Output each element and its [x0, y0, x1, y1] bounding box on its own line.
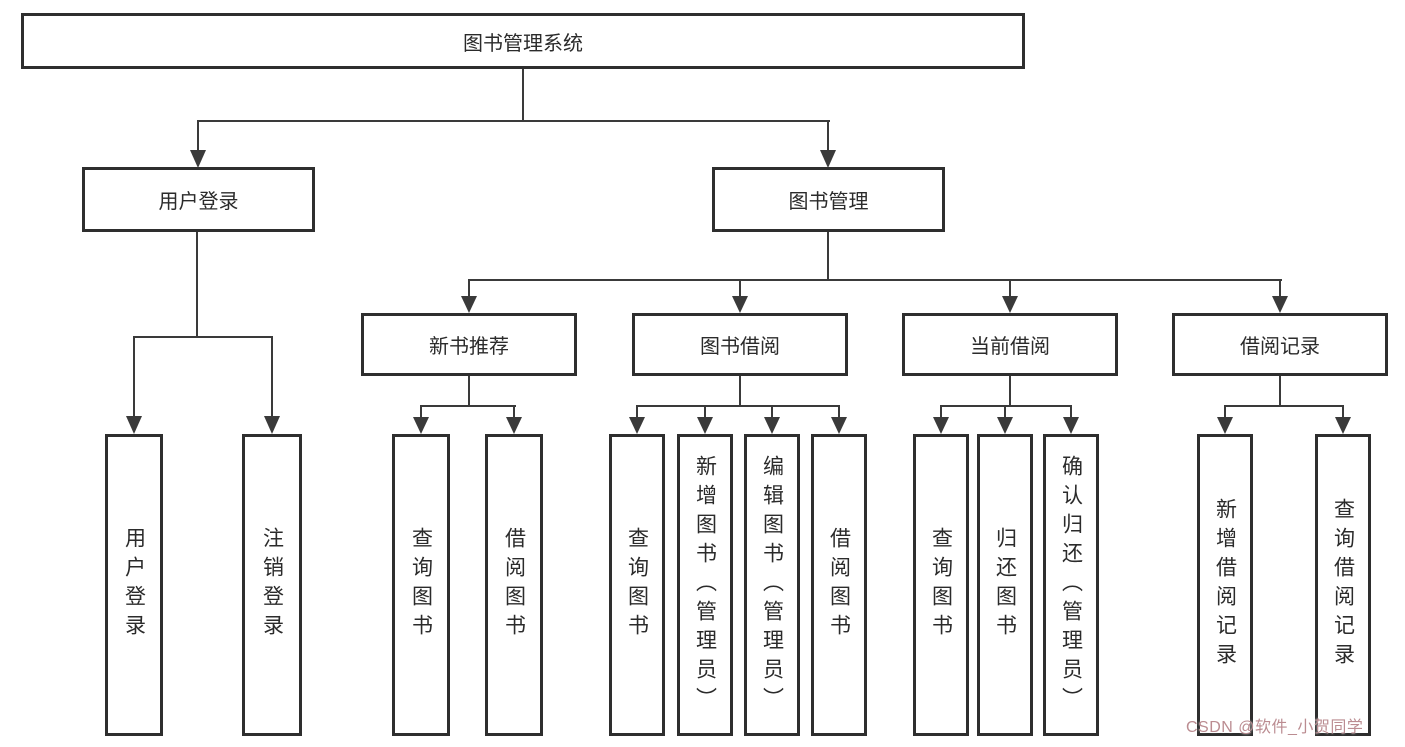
- node-library-system-root: 图书管理系统: [21, 13, 1025, 69]
- node-label: 当前借阅: [970, 336, 1050, 358]
- leaf-confirm-return-admin: 确认归还（管理员）: [1043, 434, 1099, 736]
- leaf-query-books-current: 查询图书: [913, 434, 969, 736]
- arrow-down-icon: [1063, 417, 1079, 434]
- connector-leaf-drop: [1224, 405, 1226, 419]
- connector-current-stem: [1009, 376, 1011, 405]
- node-label: 图书管理: [788, 191, 869, 213]
- leaf-borrow-books-recommend: 借阅图书: [485, 434, 543, 736]
- leaf-label: 确认归还（管理员）: [1059, 454, 1083, 716]
- csdn-watermark: CSDN @软件_小贺同学: [1186, 719, 1364, 736]
- connector-leaf-drop: [1342, 405, 1344, 419]
- leaf-label: 查询借阅记录: [1331, 498, 1355, 672]
- leaf-label: 借阅图书: [502, 527, 526, 643]
- leaf-logout: 注销登录: [242, 434, 302, 736]
- connector-recommend-stem: [468, 376, 470, 405]
- leaf-add-borrow-record: 新增借阅记录: [1197, 434, 1253, 736]
- node-user-login: 用户登录: [82, 167, 315, 232]
- connector-level3-drop: [468, 279, 470, 297]
- connector-leaf-drop: [771, 405, 773, 419]
- leaf-label: 查询图书: [409, 527, 433, 643]
- node-label: 借阅记录: [1240, 336, 1320, 358]
- connector-leaf-drop: [420, 405, 422, 419]
- connector-borrowing-rail: [636, 405, 840, 407]
- connector-level3-rail: [468, 279, 1282, 281]
- leaf-label: 借阅图书: [827, 527, 851, 643]
- connector-current-rail: [940, 405, 1072, 407]
- connector-leaf-drop: [636, 405, 638, 419]
- connector-user-login-rail: [133, 336, 273, 338]
- arrow-down-icon: [126, 416, 142, 434]
- node-book-borrowing: 图书借阅: [632, 313, 848, 376]
- connector-leaf-drop: [1070, 405, 1072, 419]
- connector-borrowing-stem: [739, 376, 741, 405]
- arrow-down-icon: [764, 417, 780, 434]
- node-label: 用户登录: [158, 191, 239, 213]
- connector-root-stem: [522, 69, 524, 121]
- arrow-down-icon: [461, 296, 477, 313]
- connector-level2-rail: [197, 120, 830, 122]
- connector-recommend-rail: [420, 405, 516, 407]
- leaf-return-books: 归还图书: [977, 434, 1033, 736]
- connector-leaf-drop: [513, 405, 515, 419]
- node-label: 图书管理系统: [463, 32, 583, 55]
- arrow-down-icon: [697, 417, 713, 434]
- arrow-down-icon: [190, 150, 206, 168]
- arrow-down-icon: [820, 150, 836, 168]
- leaf-label: 新增借阅记录: [1213, 498, 1237, 672]
- arrow-down-icon: [413, 417, 429, 434]
- arrow-down-icon: [1217, 417, 1233, 434]
- arrow-down-icon: [1002, 296, 1018, 313]
- leaf-label: 归还图书: [993, 527, 1017, 643]
- connector-records-stem: [1279, 376, 1281, 405]
- connector-leaf-drop: [838, 405, 840, 419]
- leaf-label: 用户登录: [122, 527, 146, 643]
- leaf-user-login: 用户登录: [105, 434, 163, 736]
- arrow-down-icon: [1335, 417, 1351, 434]
- leaf-add-book-admin: 新增图书（管理员）: [677, 434, 733, 736]
- arrow-down-icon: [629, 417, 645, 434]
- leaf-label: 查询图书: [929, 527, 953, 643]
- connector-book-mgmt-drop: [827, 120, 829, 152]
- node-book-management: 图书管理: [712, 167, 945, 232]
- leaf-label: 查询图书: [625, 527, 649, 643]
- connector-leaf-drop: [704, 405, 706, 419]
- node-borrowing-records: 借阅记录: [1172, 313, 1388, 376]
- leaf-borrow-books-borrowing: 借阅图书: [811, 434, 867, 736]
- leaf-label: 编辑图书（管理员）: [760, 454, 784, 716]
- leaf-label: 新增图书（管理员）: [693, 454, 717, 716]
- node-label: 图书借阅: [700, 336, 780, 358]
- arrow-down-icon: [732, 296, 748, 313]
- node-label: 新书推荐: [429, 336, 509, 358]
- leaf-label: 注销登录: [260, 527, 284, 643]
- connector-book-mgmt-stem: [827, 232, 829, 279]
- leaf-query-books-borrowing: 查询图书: [609, 434, 665, 736]
- node-current-borrowing: 当前借阅: [902, 313, 1118, 376]
- connector-level3-drop: [1009, 279, 1011, 297]
- connector-level3-drop: [739, 279, 741, 297]
- arrow-down-icon: [997, 417, 1013, 434]
- leaf-query-books-recommend: 查询图书: [392, 434, 450, 736]
- arrow-down-icon: [933, 417, 949, 434]
- connector-leaf-drop: [133, 336, 135, 418]
- arrow-down-icon: [264, 416, 280, 434]
- connector-level3-drop: [1279, 279, 1281, 297]
- arrow-down-icon: [506, 417, 522, 434]
- node-new-book-recommendation: 新书推荐: [361, 313, 577, 376]
- connector-leaf-drop: [940, 405, 942, 419]
- leaf-edit-book-admin: 编辑图书（管理员）: [744, 434, 800, 736]
- connector-user-login-drop: [197, 120, 199, 152]
- connector-leaf-drop: [271, 336, 273, 418]
- arrow-down-icon: [831, 417, 847, 434]
- connector-user-login-stem: [196, 232, 198, 336]
- connector-leaf-drop: [1004, 405, 1006, 419]
- leaf-query-borrow-record: 查询借阅记录: [1315, 434, 1371, 736]
- connector-records-rail: [1224, 405, 1344, 407]
- arrow-down-icon: [1272, 296, 1288, 313]
